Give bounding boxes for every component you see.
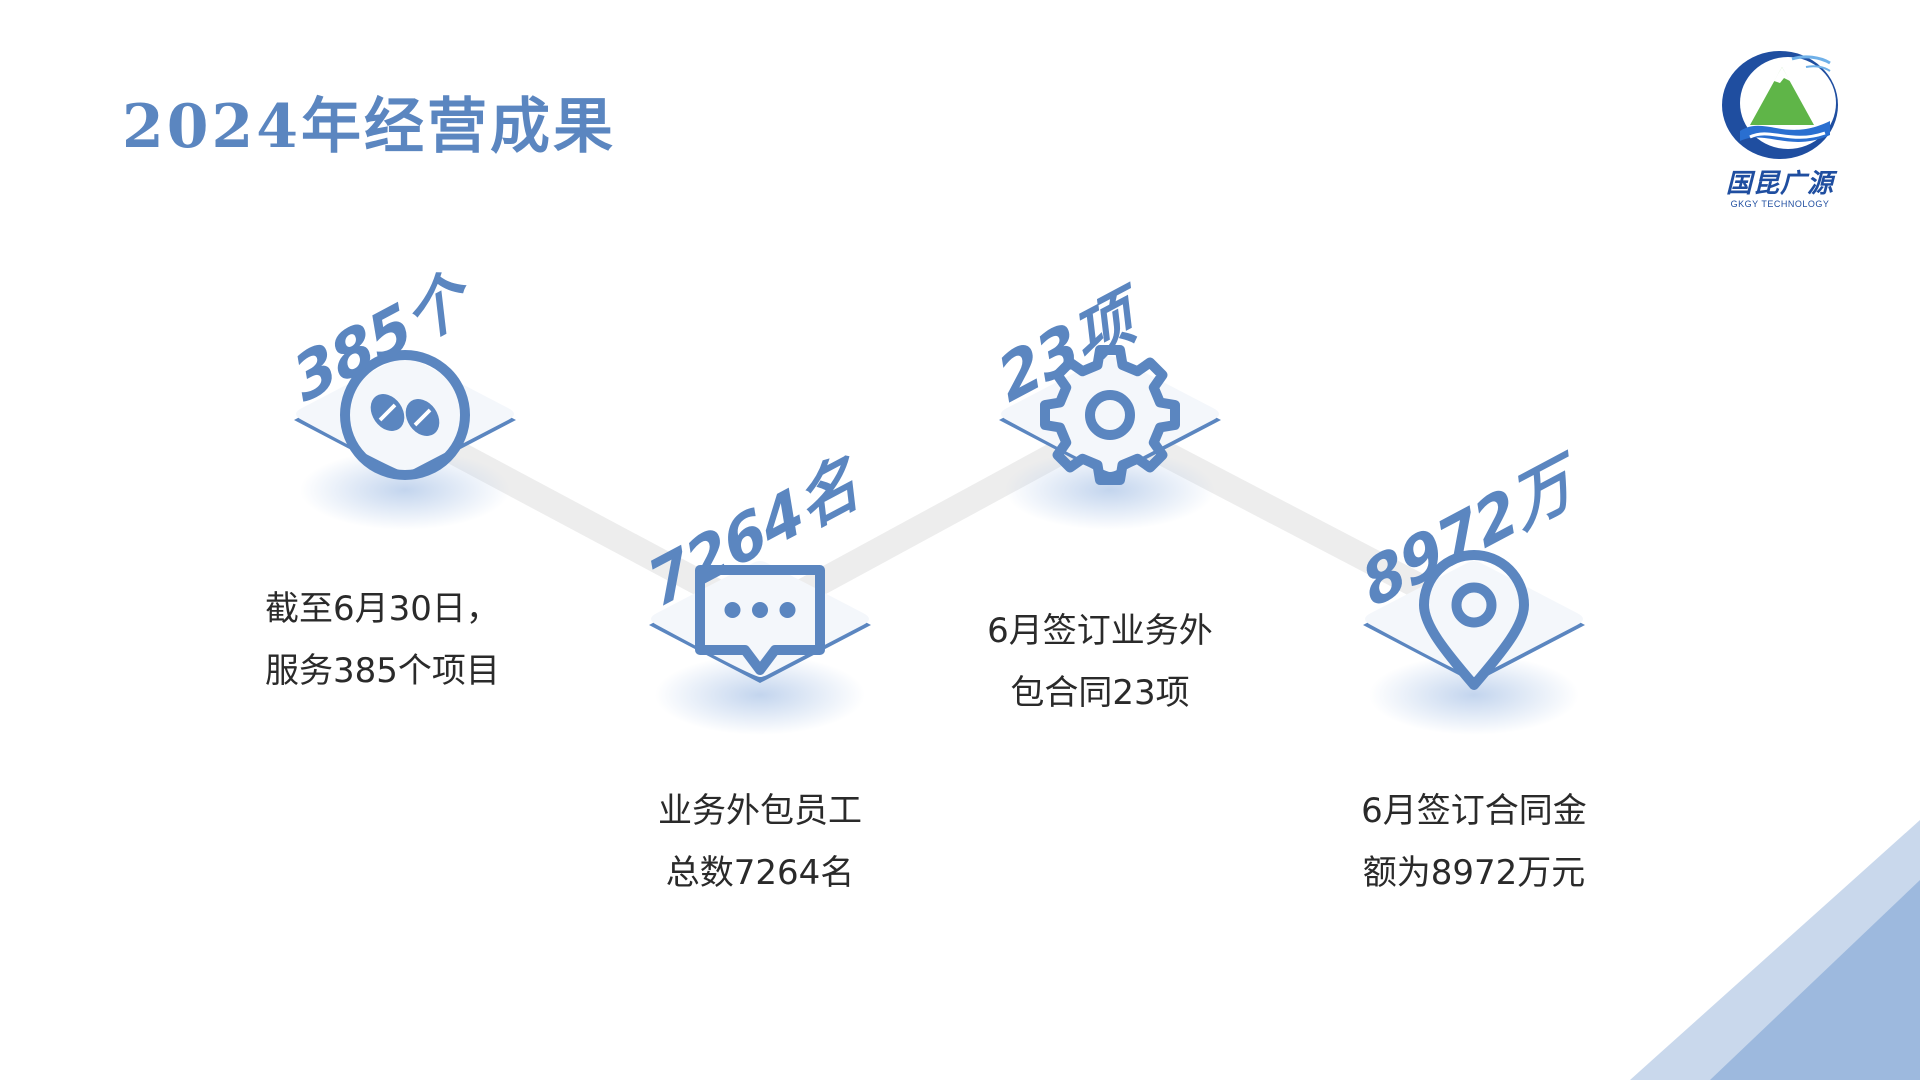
metric-description-4: 6月签订合同金 额为8972万元 xyxy=(1314,780,1634,904)
connector-line-3 xyxy=(1097,412,1487,628)
metric-description-3-line2: 包合同23项 xyxy=(1010,673,1190,713)
logo-mark-icon xyxy=(1722,51,1838,159)
logo-subtitle: GKGY TECHNOLOGY xyxy=(1730,199,1830,209)
metric-description-4-line2: 额为8972万元 xyxy=(1362,853,1586,893)
metric-description-2: 业务外包员工 总数7264名 xyxy=(600,780,920,904)
chat-bubble-icon xyxy=(695,565,825,675)
logo-name: 国昆广源 xyxy=(1725,169,1834,199)
metric-description-4-line1: 6月签订合同金 xyxy=(1361,791,1587,831)
metric-description-1-line1: 截至6月30日， xyxy=(265,589,500,629)
metric-description-3-line1: 6月签订业务外 xyxy=(987,611,1213,651)
company-logo: 国昆广源 GKGY TECHNOLOGY xyxy=(1710,45,1850,215)
metric-tile-3 xyxy=(985,340,1235,530)
metric-description-2-line2: 总数7264名 xyxy=(665,853,855,893)
gear-icon xyxy=(1040,345,1180,485)
metric-tile-1 xyxy=(280,340,530,530)
metric-description-1: 截至6月30日， 服务385个项目 xyxy=(265,578,500,702)
beans-circle-icon xyxy=(340,350,470,480)
corner-decoration xyxy=(1630,820,1920,1080)
metric-description-3: 6月签订业务外 包合同23项 xyxy=(940,600,1260,724)
location-pin-icon xyxy=(1419,550,1529,690)
metric-description-1-line2: 服务385个项目 xyxy=(265,651,500,691)
metric-tile-4 xyxy=(1349,545,1599,735)
metric-tile-2 xyxy=(635,545,885,735)
metric-description-2-line1: 业务外包员工 xyxy=(658,791,862,831)
page-title: 2024年经营成果 xyxy=(122,92,616,162)
